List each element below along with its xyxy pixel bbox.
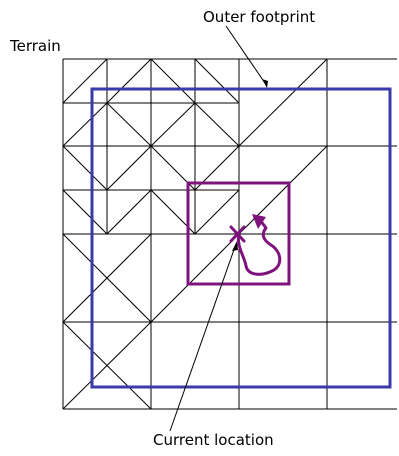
terrain-diagonal [106, 102, 152, 147]
trajectory-path [236, 218, 282, 276]
terrain-diagonal [106, 145, 152, 191]
terrain-diagonal [62, 233, 152, 323]
terrain-diagonal [150, 102, 196, 147]
terrain-diagonal [62, 189, 108, 235]
terrain-diagonal [238, 58, 328, 147]
outer-footprint-leader-arrowhead [262, 79, 268, 88]
terrain-diagonal [62, 145, 108, 191]
outer-footprint-leader [225, 25, 268, 87]
trajectory-arrowhead [252, 214, 266, 229]
terrain-diagonal [62, 58, 108, 104]
terrain-diagonal [106, 189, 152, 235]
outer-footprint-box [90, 87, 392, 389]
current-location-leader [169, 243, 237, 432]
terrain-diagonal [150, 233, 240, 323]
inner-footprint-box [186, 181, 291, 286]
terrain-diagonal [62, 102, 108, 147]
terrain-mesh [62, 58, 397, 410]
terrain-diagonal [150, 58, 196, 104]
current-location-label: Current location [153, 431, 274, 449]
terrain-label: Terrain [9, 37, 61, 55]
terrain-diagonal [194, 189, 240, 235]
terrain-diagonal [62, 321, 152, 410]
terrain-diagonal [194, 58, 240, 104]
terrain-diagonal [238, 145, 328, 235]
current-location-leader-arrowhead [232, 241, 238, 251]
current-location-marker [229, 225, 246, 243]
terrain-diagonal [194, 102, 240, 147]
terrain-diagonal [106, 58, 152, 104]
outer-footprint-label: Outer footprint [203, 8, 315, 26]
